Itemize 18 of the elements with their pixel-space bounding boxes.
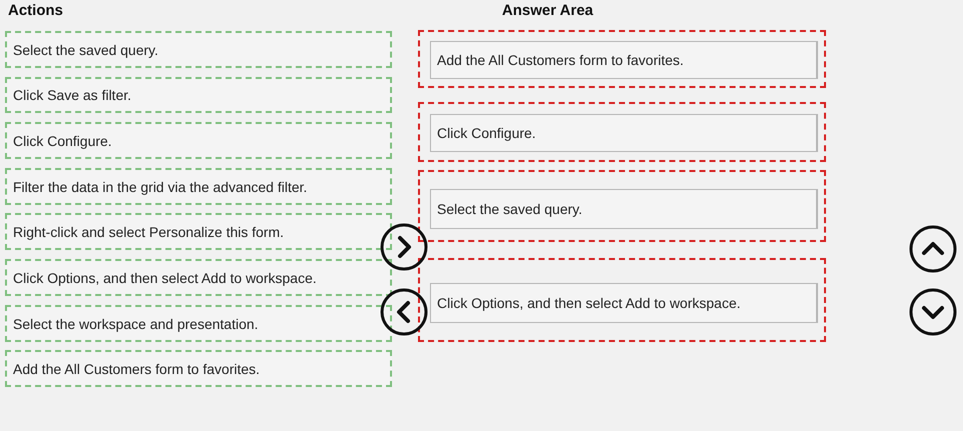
section-heading: Answer Area bbox=[502, 2, 594, 19]
action-item: Click Save as filter. bbox=[5, 77, 392, 113]
action-item: Click Options, and then select Add to workspace. bbox=[5, 259, 392, 296]
drop-zone bbox=[418, 102, 826, 162]
drop-zone bbox=[418, 30, 826, 88]
answer-item: Click Options, and then select Add to workspace. bbox=[430, 283, 818, 323]
section-heading: Actions bbox=[8, 2, 64, 19]
drop-zone bbox=[418, 170, 826, 242]
answer-item: Select the saved query. bbox=[430, 189, 818, 229]
action-item: Add the All Customers form to favorites. bbox=[5, 350, 392, 387]
drop-zone bbox=[418, 258, 826, 342]
answer-item: Click Configure. bbox=[430, 114, 818, 152]
action-item: Select the workspace and presentation. bbox=[5, 305, 392, 342]
action-item: Filter the data in the grid via the advanced filter. bbox=[5, 168, 392, 205]
action-item: Select the saved query. bbox=[5, 31, 392, 68]
answer-item: Add the All Customers form to favorites. bbox=[430, 41, 818, 79]
action-item: Click Configure. bbox=[5, 122, 392, 159]
action-item: Right-click and select Personalize this form. bbox=[5, 213, 392, 250]
